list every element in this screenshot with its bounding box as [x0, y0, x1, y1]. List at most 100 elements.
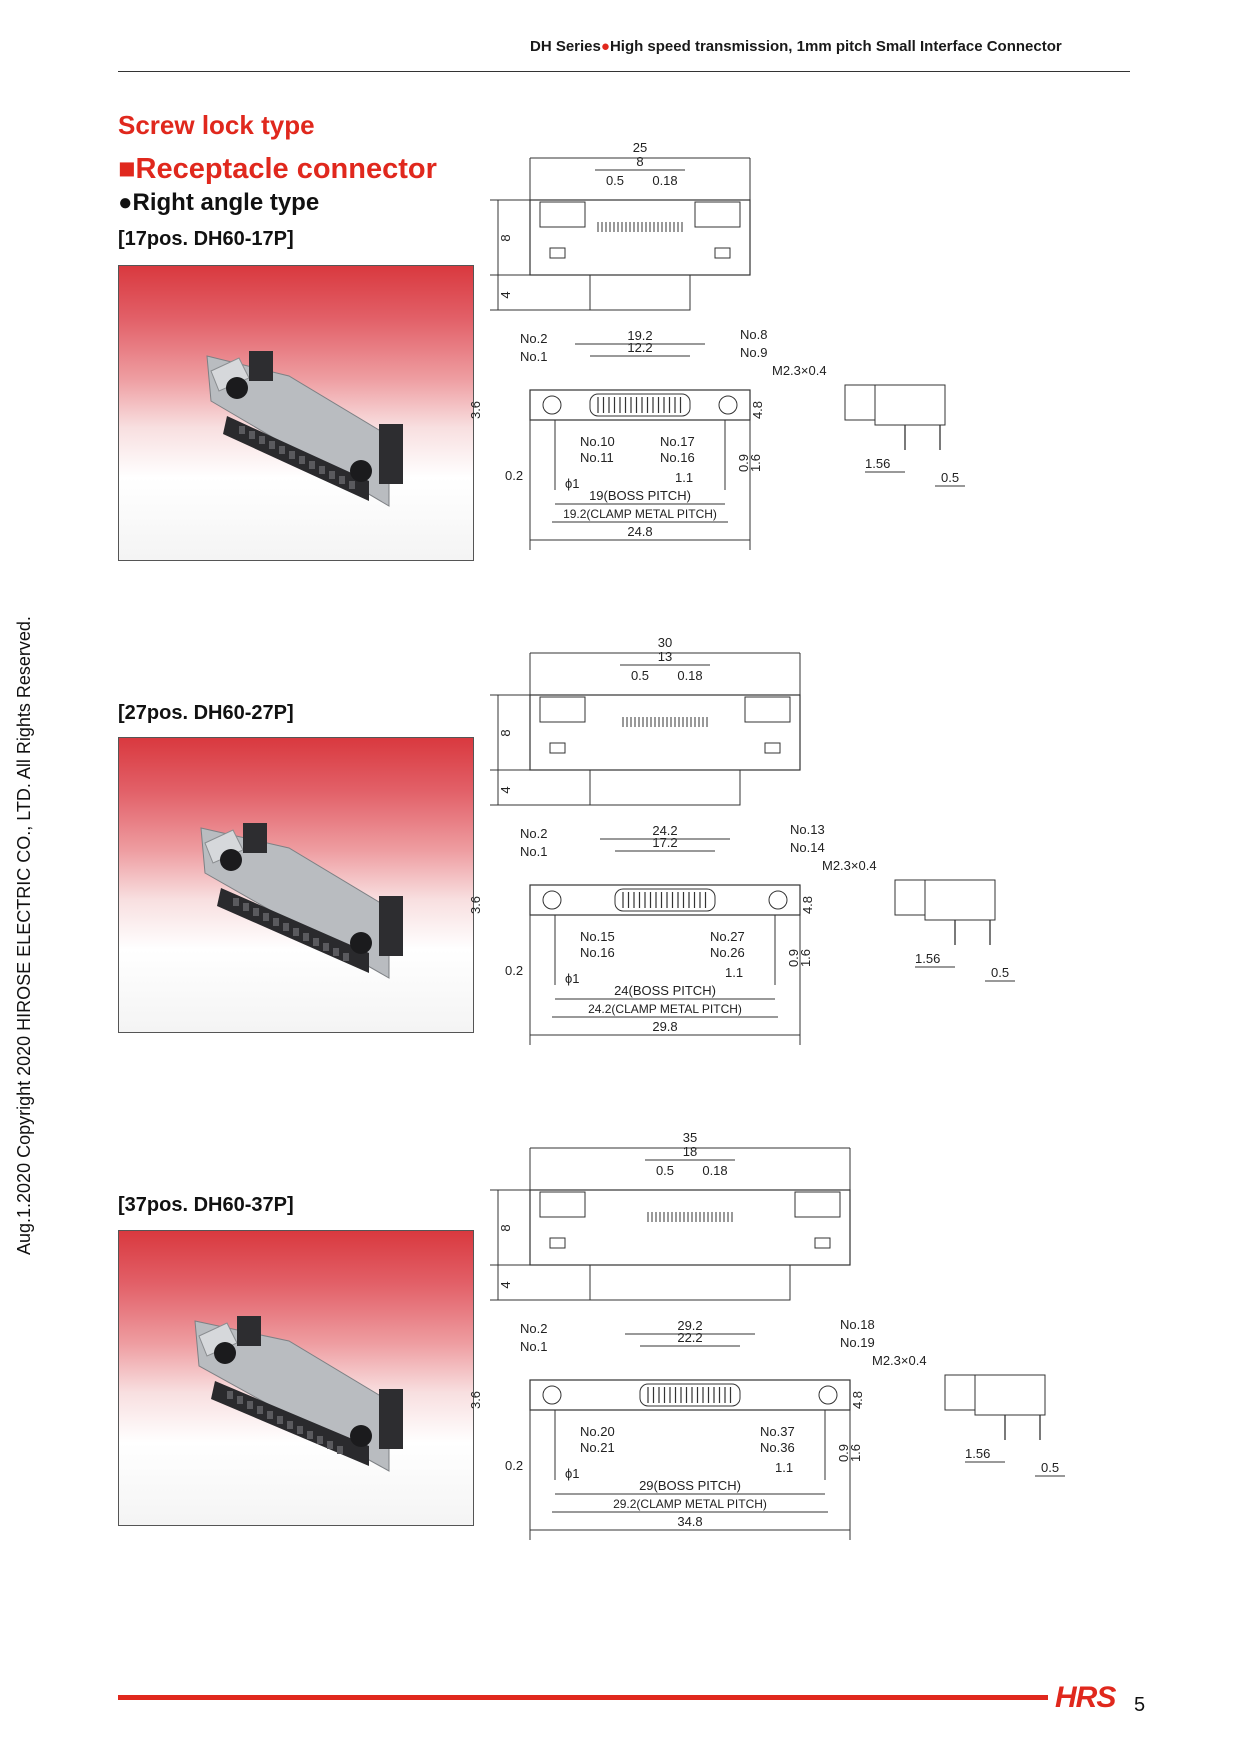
dim-lead: 0.2: [505, 1458, 523, 1473]
header-title: DH Series●High speed transmission, 1mm p…: [530, 38, 1062, 55]
pin-label: No.27: [710, 929, 745, 944]
dim-height-right: 4.8: [800, 896, 815, 914]
screw-label: M2.3×0.4: [772, 363, 827, 378]
type-title: ●Right angle type: [118, 189, 320, 216]
model-label: [17pos. DH60-17P]: [118, 228, 294, 250]
dim-depth: 4: [498, 1281, 513, 1288]
dim-inner: 22.2: [677, 1330, 702, 1345]
front-view-body: [529, 389, 751, 421]
side-dim-2: 0.5: [1041, 1460, 1059, 1475]
boss-pitch-label: 24(BOSS PITCH): [614, 983, 716, 998]
pin-label: No.26: [710, 945, 745, 960]
dim-depth: 4: [498, 786, 513, 793]
dim-inner: 12.2: [627, 340, 652, 355]
clamp-pitch-label: 19.2(CLAMP METAL PITCH): [563, 507, 717, 521]
pin-label: No.17: [660, 434, 695, 449]
boss-pitch-label: 19(BOSS PITCH): [589, 488, 691, 503]
dim-pitch-b: 0.18: [677, 668, 702, 683]
side-dim-1: 1.56: [915, 951, 940, 966]
side-dim-1: 1.56: [965, 1446, 990, 1461]
dim-pitch-a: 0.5: [631, 668, 649, 683]
dim-v1: 0.9: [836, 1444, 851, 1462]
screw-label: M2.3×0.4: [822, 858, 877, 873]
pin-label: No.1: [520, 1339, 547, 1354]
product-photo: [118, 265, 474, 561]
dim-outer: 24.2: [652, 823, 677, 838]
front-view-body: [529, 1379, 851, 1411]
pin-label: No.2: [520, 331, 547, 346]
pin-label: No.1: [520, 349, 547, 364]
dim-hole: ϕ1: [565, 476, 580, 491]
dim-overall: 25: [633, 140, 647, 155]
dim-hole: ϕ1: [565, 971, 580, 986]
pin-label: No.9: [740, 345, 767, 360]
dim-inner: 13: [658, 649, 672, 664]
dim-height: 8: [498, 1224, 513, 1231]
dim-overall: 35: [683, 1130, 697, 1145]
boss-pitch-label: 29(BOSS PITCH): [639, 1478, 741, 1493]
dim-height-left: 3.6: [468, 1391, 483, 1409]
dim-outer: 29.2: [677, 1318, 702, 1333]
pin-label: No.20: [580, 1424, 615, 1439]
mating-face: [639, 1383, 741, 1407]
dim-v2: 1.6: [748, 454, 763, 472]
side-dim-2: 0.5: [941, 470, 959, 485]
side-view-body: [844, 384, 876, 421]
pin-label: No.16: [660, 450, 695, 465]
dim-v2: 1.6: [798, 949, 813, 967]
dim-offset: 1.1: [775, 1460, 793, 1475]
top-view-mating: [589, 1264, 791, 1301]
pin-label: No.10: [580, 434, 615, 449]
pin-label: No.2: [520, 826, 547, 841]
top-view-body: [529, 1189, 851, 1266]
header-bullet-icon: ●: [600, 38, 610, 55]
hrs-logo: HRS: [1055, 1681, 1116, 1714]
dim-pitch-b: 0.18: [652, 173, 677, 188]
subsection-title: ■Receptacle connector: [118, 153, 437, 185]
front-view-body: [529, 884, 801, 916]
pin-label: No.1: [520, 844, 547, 859]
mating-face: [614, 888, 716, 912]
side-view-body: [944, 1374, 976, 1411]
dim-v1: 0.9: [786, 949, 801, 967]
connector-image: [200, 823, 403, 979]
product-photo: [118, 737, 474, 1033]
mating-face: [589, 393, 691, 417]
page-number: 5: [1134, 1694, 1146, 1716]
side-dim-2: 0.5: [991, 965, 1009, 980]
dim-height: 8: [498, 729, 513, 736]
screw-label: M2.3×0.4: [872, 1353, 927, 1368]
header-series: DH Series: [530, 38, 601, 55]
section-title: Screw lock type: [118, 110, 315, 140]
dim-inner: 8: [636, 154, 643, 169]
dim-v2: 1.6: [848, 1444, 863, 1462]
footer-divider: [118, 1695, 1048, 1700]
dim-offset: 1.1: [675, 470, 693, 485]
top-view-mating: [589, 274, 691, 311]
connector-image: [194, 1316, 403, 1472]
pin-label: No.11: [580, 450, 614, 465]
header-divider: [118, 71, 1130, 72]
dim-pitch-a: 0.5: [606, 173, 624, 188]
header-text: High speed transmission, 1mm pitch Small…: [609, 38, 1062, 55]
dim-height-right: 4.8: [750, 401, 765, 419]
dim-total: 29.8: [652, 1019, 677, 1034]
dim-v1: 0.9: [736, 454, 751, 472]
dim-depth: 4: [498, 291, 513, 298]
dim-height: 8: [498, 234, 513, 241]
dim-hole: ϕ1: [565, 1466, 580, 1481]
dim-overall: 30: [658, 635, 672, 650]
side-dim-1: 1.56: [865, 456, 890, 471]
model-label: [27pos. DH60-27P]: [118, 702, 294, 724]
clamp-pitch-label: 29.2(CLAMP METAL PITCH): [613, 1497, 767, 1511]
copyright-notice: Aug.1.2020 Copyright 2020 HIROSE ELECTRI…: [14, 616, 34, 1255]
dim-pitch-b: 0.18: [702, 1163, 727, 1178]
connector-image: [206, 351, 403, 507]
pin-label: No.8: [740, 327, 767, 342]
pin-label: No.15: [580, 929, 615, 944]
dim-lead: 0.2: [505, 963, 523, 978]
dim-height-left: 3.6: [468, 401, 483, 419]
dim-inner: 17.2: [652, 835, 677, 850]
product-photo: [118, 1230, 474, 1526]
top-view-body: [529, 694, 801, 771]
